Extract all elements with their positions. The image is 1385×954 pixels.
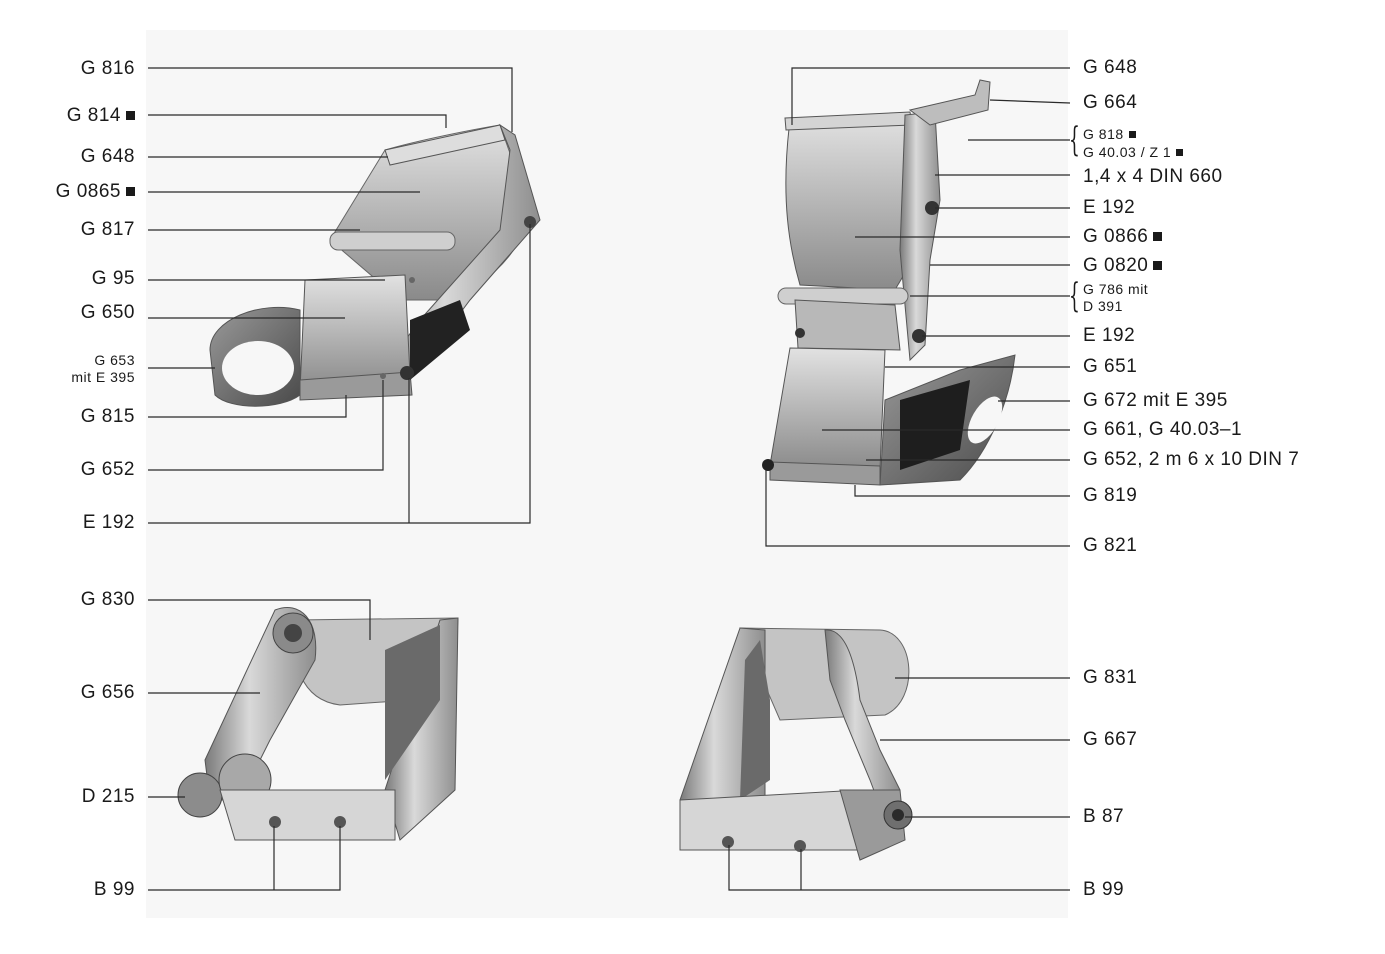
square-marker-icon [126,187,135,196]
label-g819: G 819 [1083,485,1138,506]
label-d215: D 215 [81,786,135,807]
label-din660: 1,4 x 4 DIN 660 [1083,166,1223,187]
label-g661: G 661, G 40.03–1 [1083,419,1243,440]
label-g648-left: G 648 [80,146,135,167]
label-g656: G 656 [80,682,135,703]
label-g786-mit: G 786 mit [1083,281,1149,297]
brace-icon: { [1069,276,1080,316]
label-b87: B 87 [1083,806,1125,827]
label-g816: G 816 [80,58,135,79]
label-g672: G 672 mit E 395 [1083,390,1228,411]
label-d391: D 391 [1083,298,1123,314]
label-g664: G 664 [1083,92,1138,113]
label-e192-right-1: E 192 [1083,197,1136,218]
label-g652-left: G 652 [80,459,135,480]
label-g0865: G 0865 [56,181,135,203]
brace-icon: { [1069,120,1080,160]
label-g830: G 830 [80,589,135,610]
label-g0866: G 0866 [1083,226,1163,248]
label-g821: G 821 [1083,535,1138,556]
label-g0820-text: G 0820 [1083,255,1149,276]
part-bottom-right [679,627,913,861]
label-b99-right: B 99 [1083,879,1125,900]
label-e192-right-2: E 192 [1083,325,1136,346]
square-marker-icon [1176,149,1184,156]
label-g817: G 817 [80,219,135,240]
label-g815: G 815 [80,406,135,427]
square-marker-icon [1153,261,1163,270]
label-g0866-text: G 0866 [1083,226,1149,247]
part-top-right [762,79,1016,486]
label-g814: G 814 [67,105,135,127]
label-g0820: G 0820 [1083,255,1163,277]
square-marker-icon [1128,131,1136,138]
leader-lines [148,67,1071,891]
part-top-left [209,123,541,407]
square-marker-icon [1153,232,1163,241]
label-g4003-z1: G 40.03 / Z 1 [1083,144,1184,160]
part-bottom-left [177,607,459,841]
label-b99-left: B 99 [93,879,135,900]
label-mit-e395: mit E 395 [71,369,135,385]
label-g0865-text: G 0865 [55,181,121,202]
label-g648-right: G 648 [1083,57,1138,78]
label-g652-right: G 652, 2 m 6 x 10 DIN 7 [1083,449,1300,470]
label-g831: G 831 [1083,667,1138,688]
label-g650: G 650 [80,302,135,323]
label-g814-text: G 814 [66,105,121,126]
label-g653: G 653 [94,352,135,368]
label-g651: G 651 [1083,356,1138,377]
square-marker-icon [126,111,135,120]
label-g818: G 818 [1083,127,1136,142]
label-g4003-z1-text: G 40.03 / Z 1 [1083,144,1172,160]
label-g667: G 667 [1083,729,1138,750]
label-e192-left: E 192 [82,512,135,533]
label-g818-text: G 818 [1083,126,1124,142]
label-g95: G 95 [91,268,135,289]
